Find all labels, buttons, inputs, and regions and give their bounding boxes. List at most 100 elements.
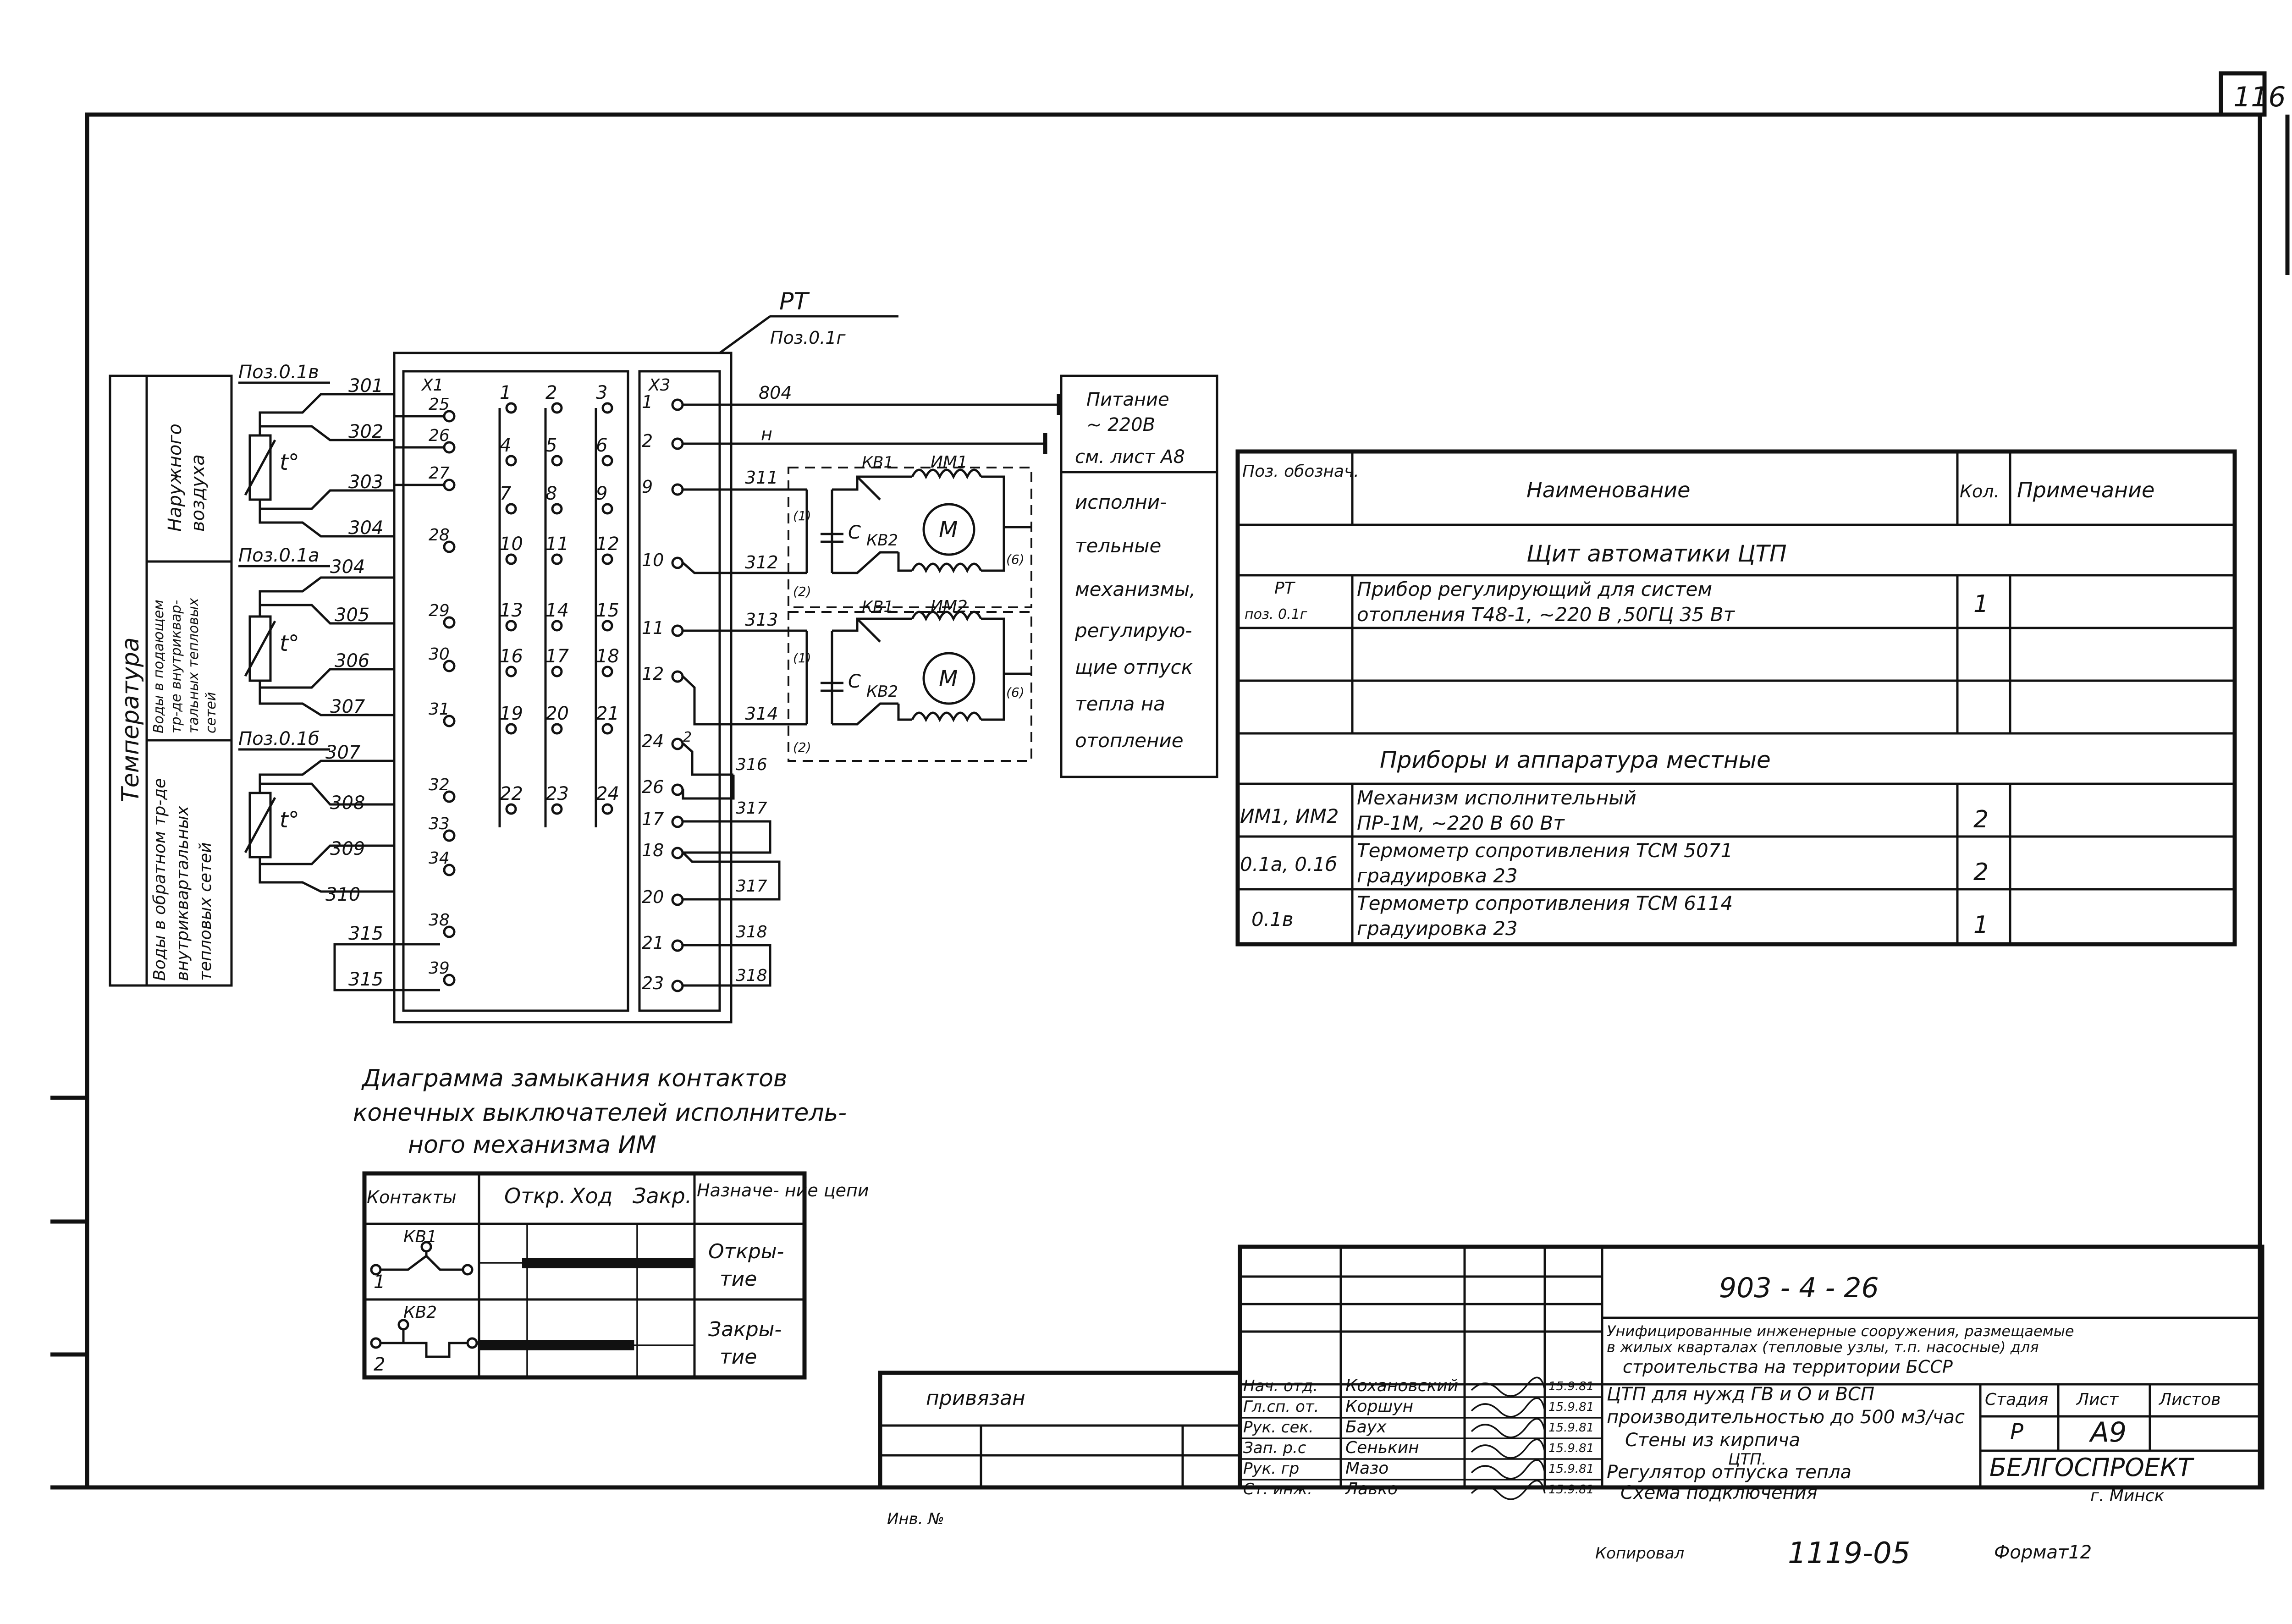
svg-text:ЦТП.: ЦТП. [1728, 1450, 1767, 1469]
contact-terminal [551, 455, 563, 467]
x3-terminal [671, 437, 684, 450]
svg-text:Откр.: Откр. [504, 1184, 566, 1208]
svg-text:Наружного: Наружного [165, 424, 186, 532]
svg-text:Стадия: Стадия [1985, 1390, 2048, 1409]
svg-text:316: 316 [736, 755, 767, 774]
svg-text:Х3: Х3 [648, 376, 671, 395]
svg-text:тальных тепловых: тальных тепловых [186, 598, 202, 733]
role-label: Ст. инж. [1243, 1480, 1312, 1498]
copy-number: 1119-05 [1788, 1536, 1910, 1570]
x3-terminal-label: 17 [642, 809, 664, 829]
sign-date: 15.9.81 [1548, 1421, 1594, 1435]
x1-terminal-label: 38 [429, 911, 450, 930]
contact-label: 24 [596, 783, 619, 804]
svg-text:308: 308 [330, 793, 365, 814]
contact-terminal [551, 723, 563, 735]
x1-terminal-label: 33 [429, 815, 450, 833]
svg-text:804: 804 [759, 383, 792, 403]
svg-text:конечных выключателей исполнит: конечных выключателей исполнитель- [353, 1099, 847, 1127]
svg-text:(6): (6) [1006, 685, 1025, 700]
sign-date: 15.9.81 [1548, 1462, 1594, 1476]
contact-terminal [601, 723, 613, 735]
x3-terminal-label: 24 [642, 731, 664, 751]
svg-text:воздуха: воздуха [187, 454, 209, 532]
svg-text:тр-де внутриквар-: тр-де внутриквар- [168, 600, 184, 733]
svg-text:механизмы,: механизмы, [1075, 578, 1196, 600]
svg-text:КВ1: КВ1 [403, 1228, 437, 1246]
svg-text:ПР-1М, ~220 В 60 Вт: ПР-1М, ~220 В 60 Вт [1357, 812, 1565, 834]
svg-text:318: 318 [736, 966, 767, 985]
sign-date: 15.9.81 [1548, 1442, 1594, 1455]
x3-terminal-label: 21 [642, 933, 664, 953]
x1-terminal [443, 715, 456, 727]
spec-section-1: Щит автоматики ЦТП [1526, 540, 1787, 567]
svg-text:307: 307 [330, 696, 365, 717]
x3-terminal [671, 398, 684, 411]
svg-text:строительства на территории БС: строительства на территории БССР [1623, 1357, 1953, 1377]
contact-terminal [505, 666, 517, 677]
svg-text:Диаграмма замыкания контактов: Диаграмма замыкания контактов [361, 1065, 788, 1092]
svg-text:привязан: привязан [926, 1387, 1025, 1410]
svg-text:317: 317 [736, 799, 767, 818]
contact-terminal [505, 723, 517, 735]
contact-label: 20 [545, 703, 569, 724]
contact-label: 6 [596, 435, 607, 456]
svg-text:Механизм исполнительный: Механизм исполнительный [1357, 787, 1636, 809]
x1-terminal [443, 829, 456, 842]
svg-text:1: 1 [1973, 911, 1989, 939]
x3-terminal-label: 26 [642, 777, 664, 797]
contact-label: 12 [596, 534, 619, 555]
contact-terminal [551, 666, 563, 677]
contact-label: 8 [545, 483, 557, 504]
sensor-0-1b: Поз.0.1б t° 307 308 309 310 [238, 728, 394, 905]
sensor-0-1v: Поз.0.1в t° 301 302 303 304 [238, 362, 394, 539]
svg-text:А9: А9 [2088, 1416, 2127, 1448]
svg-text:Контакты: Контакты [367, 1187, 457, 1207]
svg-text:0.1а, 0.1б: 0.1а, 0.1б [1240, 853, 1337, 875]
x1-terminal-label: 29 [429, 601, 450, 620]
svg-text:t°: t° [280, 631, 299, 656]
svg-text:315: 315 [348, 969, 383, 990]
contact-label: 16 [500, 646, 523, 667]
contact-label: 3 [596, 382, 607, 403]
x1-terminal-label: 26 [429, 426, 450, 445]
signature-mark [1471, 1459, 1546, 1480]
x1-terminal-label: 25 [429, 395, 450, 414]
contact-label: 23 [545, 783, 569, 804]
svg-text:t°: t° [280, 450, 299, 475]
person-name: Коршун [1345, 1397, 1413, 1416]
svg-text:М: М [939, 666, 958, 692]
x3-terminal [671, 670, 684, 683]
x1-terminal-label: 28 [429, 526, 450, 545]
svg-text:регулирую-: регулирую- [1074, 619, 1192, 642]
svg-text:318: 318 [736, 923, 767, 941]
svg-text:Лист: Лист [2076, 1390, 2119, 1409]
role-label: Гл.сп. от. [1243, 1398, 1319, 1416]
svg-text:тепловых сетей: тепловых сетей [196, 842, 215, 981]
svg-text:Поз.0.1б: Поз.0.1б [238, 728, 320, 749]
svg-text:Схема подключения: Схема подключения [1620, 1482, 1818, 1503]
svg-text:t°: t° [280, 807, 299, 833]
svg-text:см. лист А8: см. лист А8 [1075, 446, 1185, 468]
svg-text:градуировка 23: градуировка 23 [1357, 917, 1518, 940]
svg-text:КВ1: КВ1 [862, 453, 893, 472]
svg-text:ного механизма ИМ: ного механизма ИМ [408, 1131, 656, 1159]
signature-mark [1471, 1418, 1546, 1438]
svg-text:поз. 0.1г: поз. 0.1г [1245, 606, 1307, 622]
svg-text:Унифицированные инженерные соо: Унифицированные инженерные сооружения, р… [1607, 1322, 2074, 1340]
binding-block: привязан Инв. № [878, 1371, 1242, 1528]
panel-label: РТ [779, 288, 810, 315]
svg-text:(1): (1) [793, 650, 811, 666]
kv2-closed-bar [479, 1340, 634, 1350]
svg-text:306: 306 [335, 650, 369, 672]
contact-label: 4 [500, 435, 511, 456]
contact-terminal [551, 620, 563, 632]
svg-text:Примечание: Примечание [2017, 478, 2154, 502]
svg-text:тие: тие [720, 1345, 757, 1369]
svg-text:сетей: сетей [203, 692, 219, 733]
contact-label: 10 [500, 534, 523, 555]
svg-text:Стены из кирпича: Стены из кирпича [1625, 1430, 1800, 1451]
x1-terminal [443, 925, 456, 938]
svg-text:Поз.0.1а: Поз.0.1а [238, 545, 320, 566]
svg-text:302: 302 [348, 421, 383, 442]
